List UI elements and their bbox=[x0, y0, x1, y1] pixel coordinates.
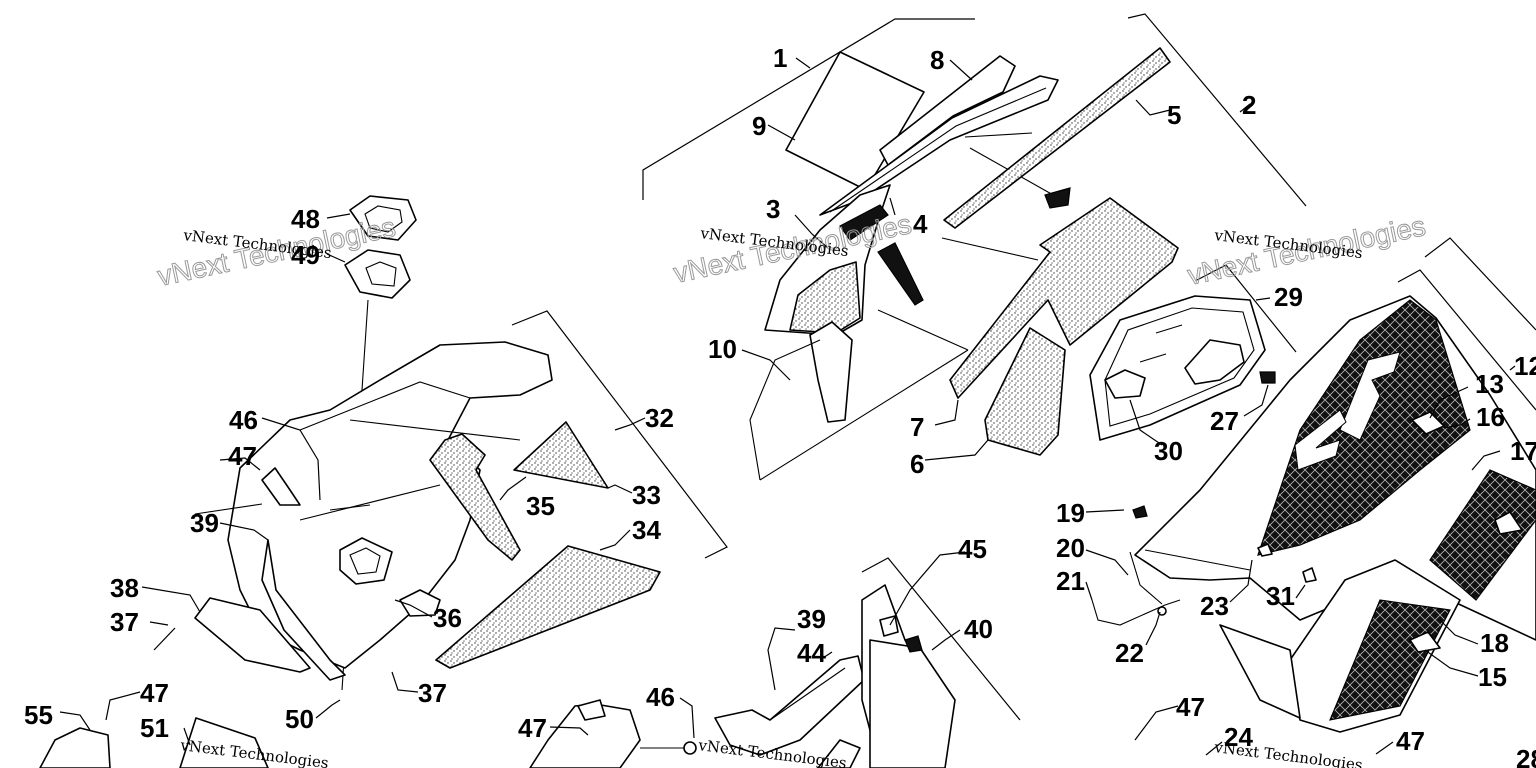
callout-38: 38 bbox=[110, 573, 139, 603]
callout-29: 29 bbox=[1274, 282, 1303, 312]
callout-36: 36 bbox=[433, 603, 462, 633]
assembly-brackets bbox=[511, 13, 1536, 721]
callout-33: 33 bbox=[632, 480, 661, 510]
callout-6: 6 bbox=[910, 449, 924, 479]
callout-7: 7 bbox=[910, 412, 924, 442]
callout-39-left: 39 bbox=[190, 508, 219, 538]
callout-51: 51 bbox=[140, 713, 169, 743]
callout-47-far-right: 47 bbox=[1396, 726, 1425, 756]
callout-35: 35 bbox=[526, 491, 555, 521]
callout-47-bottom-right: 47 bbox=[1176, 692, 1205, 722]
callout-46-left: 46 bbox=[229, 405, 258, 435]
callout-9: 9 bbox=[752, 111, 766, 141]
callout-47-left: 47 bbox=[228, 441, 257, 471]
callout-47-bottom-center: 47 bbox=[518, 713, 547, 743]
callout-10: 10 bbox=[708, 334, 737, 364]
callout-37-left: 37 bbox=[110, 607, 139, 637]
callout-15: 15 bbox=[1478, 662, 1507, 692]
callout-3: 3 bbox=[766, 194, 780, 224]
callout-48: 48 bbox=[291, 204, 320, 234]
callout-44: 44 bbox=[797, 638, 826, 668]
callout-12: 12 bbox=[1514, 351, 1536, 381]
callout-31: 31 bbox=[1266, 581, 1295, 611]
callout-39-bottom: 39 bbox=[797, 604, 826, 634]
callout-28: 28 bbox=[1516, 744, 1536, 768]
callout-labels: 1 2 3 4 5 6 7 8 9 10 12 13 15 16 17 18 1… bbox=[24, 43, 1536, 768]
callout-13: 13 bbox=[1475, 369, 1504, 399]
callout-8: 8 bbox=[930, 45, 944, 75]
callout-24: 24 bbox=[1224, 722, 1253, 752]
callout-5: 5 bbox=[1167, 100, 1181, 130]
console-assembly-32 bbox=[194, 195, 661, 691]
lower-left-panels bbox=[39, 717, 269, 768]
callout-49: 49 bbox=[291, 240, 320, 270]
callout-45: 45 bbox=[958, 534, 987, 564]
callout-37-bottom: 37 bbox=[418, 678, 447, 708]
side-panel-12 bbox=[1091, 295, 1536, 733]
callout-19: 19 bbox=[1056, 498, 1085, 528]
leader-lines bbox=[59, 57, 1516, 756]
callout-17: 17 bbox=[1510, 436, 1536, 466]
storage-tray-29 bbox=[1089, 295, 1276, 441]
callout-55: 55 bbox=[24, 700, 53, 730]
callout-21: 21 bbox=[1056, 566, 1085, 596]
lower-panels bbox=[529, 584, 956, 768]
callout-2: 2 bbox=[1242, 90, 1256, 120]
callout-40: 40 bbox=[964, 614, 993, 644]
callout-34: 34 bbox=[632, 515, 661, 545]
callout-50: 50 bbox=[285, 704, 314, 734]
callout-46-bottom: 46 bbox=[646, 682, 675, 712]
callout-27: 27 bbox=[1210, 406, 1239, 436]
callout-16: 16 bbox=[1476, 402, 1505, 432]
callout-23: 23 bbox=[1200, 591, 1229, 621]
callout-30: 30 bbox=[1154, 436, 1183, 466]
callout-47-bottom-left: 47 bbox=[140, 678, 169, 708]
windshield-assembly bbox=[749, 47, 1171, 481]
callout-1: 1 bbox=[773, 43, 787, 73]
callout-32: 32 bbox=[645, 403, 674, 433]
callout-4: 4 bbox=[913, 209, 928, 239]
callout-22: 22 bbox=[1115, 638, 1144, 668]
callout-18: 18 bbox=[1480, 628, 1509, 658]
callout-20: 20 bbox=[1056, 533, 1085, 563]
